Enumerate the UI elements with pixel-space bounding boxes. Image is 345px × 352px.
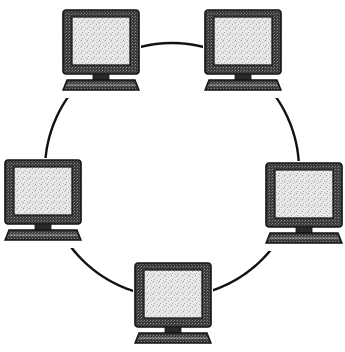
screen-icon [14, 167, 72, 215]
screen-icon [275, 170, 333, 218]
computer-right [264, 161, 344, 251]
screen-icon [144, 270, 202, 318]
computer-bottom [133, 261, 213, 351]
computer-left [3, 158, 83, 248]
computer-top-left [61, 8, 141, 98]
ring-nodes [3, 8, 344, 351]
screen-icon [214, 17, 272, 65]
screen-icon [72, 17, 130, 65]
computer-top-right [203, 8, 283, 98]
